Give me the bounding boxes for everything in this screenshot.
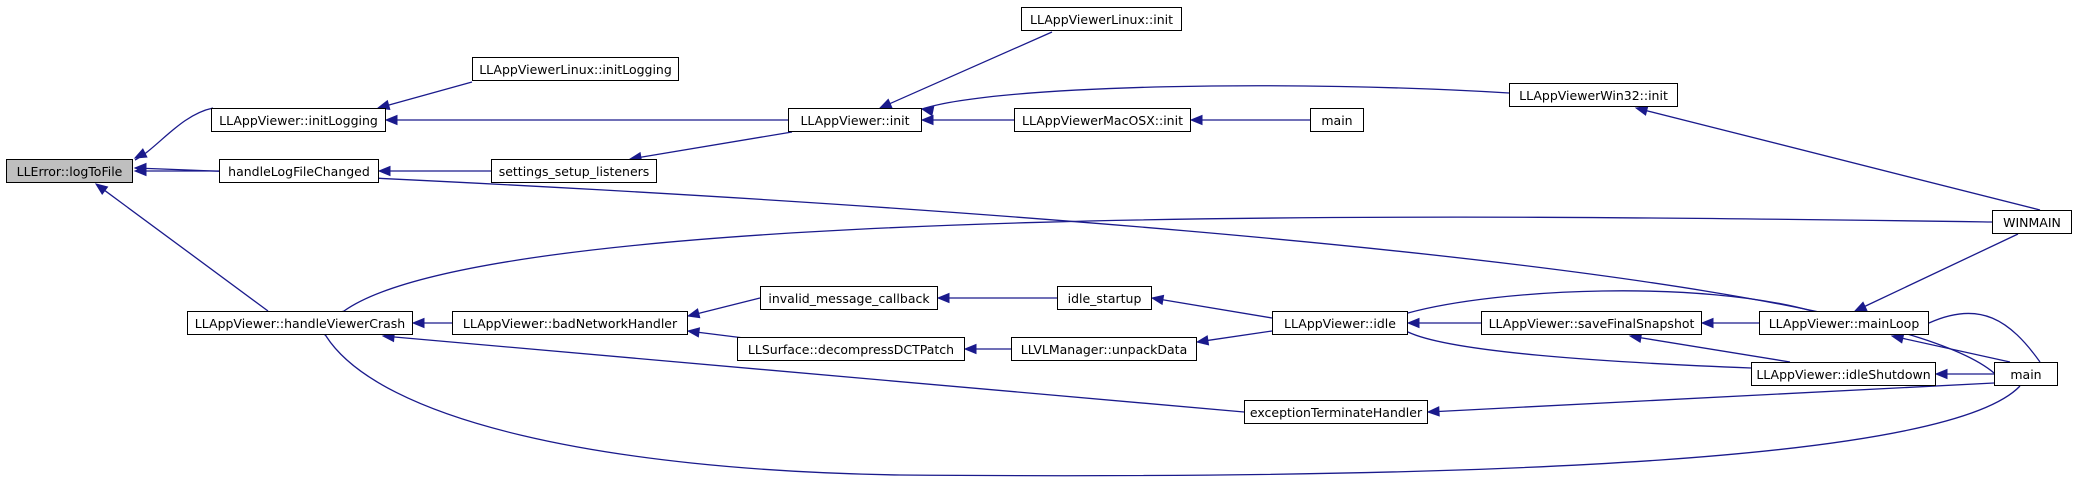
node-llappviewer-initlogging[interactable]: LLAppViewer::initLogging <box>211 108 386 132</box>
edge-settings-to-handlelogfilechanged-arrowhead <box>377 165 391 177</box>
node-exceptionterminatehandler[interactable]: exceptionTerminateHandler <box>1244 400 1428 424</box>
edge-main-to-mainloop <box>1901 337 2011 363</box>
node-llappviewerlinux-initlogging[interactable]: LLAppViewerLinux::initLogging <box>472 57 679 81</box>
edge-idlestartup-to-invalidmessage-arrowhead <box>936 292 950 304</box>
edge-idle-to-idlestartup <box>1161 299 1273 319</box>
edge-main-to-idleshutdown-arrowhead <box>1934 368 1948 380</box>
node-llappviewerwin32-init[interactable]: LLAppViewerWin32::init <box>1509 83 1678 107</box>
edge-exceptionterminate-to-handleviewercrash <box>392 336 1245 413</box>
edge-idleshutdown-to-savefinalsnapshot <box>1639 336 1791 363</box>
edge-init-to-initlogging-arrowhead <box>384 114 398 126</box>
node-settings-setup-listeners[interactable]: settings_setup_listeners <box>491 159 657 183</box>
node-main[interactable]: main <box>1994 362 2058 386</box>
edge-idle-to-unpackdata-arrowhead <box>1195 335 1210 346</box>
node-llappviewermacosx-init[interactable]: LLAppViewerMacOSX::init <box>1014 108 1191 132</box>
edge-decompress-to-badnetworkhandler-arrowhead <box>686 327 701 338</box>
edge-invalidmessage-to-badnetworkhandler <box>697 297 761 315</box>
node-llappviewer-idleshutdown[interactable]: LLAppViewer::idleShutdown <box>1751 362 1936 386</box>
edge-main-to-exceptionterminate-arrowhead <box>1426 406 1440 417</box>
edge-idle-to-unpackdata <box>1206 330 1273 342</box>
node-llappviewer-badnetworkhandler[interactable]: LLAppViewer::badNetworkHandler <box>452 311 688 335</box>
edge-linuxinitlogging-to-initlogging <box>387 81 473 106</box>
edge-main-to-mainloop-arrowhead <box>1890 333 1905 344</box>
edge-savefinalsnapshot-to-idle-arrowhead <box>1406 317 1420 329</box>
edge-idleshutdown-to-idle <box>1407 331 1752 369</box>
edge-linuxinit-to-init <box>888 31 1053 105</box>
edge-macinit-to-init-arrowhead <box>920 114 934 126</box>
edge-win32init-to-init <box>921 85 1510 110</box>
edge-handleviewercrash-to-logtofile-arrowhead <box>94 183 109 196</box>
node-idle-startup[interactable]: idle_startup <box>1057 286 1152 310</box>
node-handlelogfilechanged[interactable]: handleLogFileChanged <box>219 159 379 183</box>
edge-idle-to-idlestartup-arrowhead <box>1150 294 1165 306</box>
node-llappviewer-init[interactable]: LLAppViewer::init <box>788 108 922 132</box>
edge-main-to-mainloop-curve <box>1928 312 2041 363</box>
edge-linuxinit-to-init-arrowhead <box>878 98 893 109</box>
edge-handleviewercrash-to-logtofile <box>103 189 269 312</box>
edge-winmain-to-win32init <box>1645 109 2041 211</box>
edge-init-to-settings <box>639 131 793 158</box>
node-llsurface-decompressdctpatch[interactable]: LLSurface::decompressDCTPatch <box>737 337 965 361</box>
node-llappviewer-mainloop[interactable]: LLAppViewer::mainLoop <box>1759 311 1929 335</box>
edge-winmain-to-win32init-arrowhead <box>1634 105 1649 116</box>
edge-winmain-to-handleviewercrash <box>343 216 1993 312</box>
edge-invalidmessage-to-badnetworkhandler-arrowhead <box>686 308 701 319</box>
edge-handlelogfilechanged-to-logtofile-arrowhead <box>133 165 147 177</box>
node-llappviewer-idle[interactable]: LLAppViewer::idle <box>1272 311 1408 335</box>
edge-main-to-handleviewercrash <box>325 335 2021 477</box>
node-llerror-logtofile: LLError::logToFile <box>6 159 133 183</box>
edge-win32init-to-init-arrowhead <box>920 106 935 117</box>
edge-mainloop-to-savefinalsnapshot-arrowhead <box>1700 317 1714 329</box>
node-llappviewer-savefinalsnapshot[interactable]: LLAppViewer::saveFinalSnapshot <box>1481 311 1702 335</box>
edge-initlogging-to-logtofile-arrowhead <box>133 148 148 159</box>
node-invalid-message-callback[interactable]: invalid_message_callback <box>760 286 938 310</box>
edge-winmain-to-mainloop-arrowhead <box>1853 301 1868 312</box>
edge-macmain-to-macinit-arrowhead <box>1189 114 1203 126</box>
node-winmain[interactable]: WINMAIN <box>1992 210 2072 234</box>
edge-badnetworkhandler-to-handleviewercrash-arrowhead <box>411 317 425 329</box>
node-llappviewerlinux-init[interactable]: LLAppViewerLinux::init <box>1021 7 1182 31</box>
edge-main-to-exceptionterminate <box>1437 382 1995 413</box>
edge-unpackdata-to-decompress-arrowhead <box>963 343 977 355</box>
edge-initlogging-to-logtofile <box>134 107 214 161</box>
node-llvlmanager-unpackdata[interactable]: LLVLManager::unpackData <box>1011 337 1197 361</box>
node-llappviewer-handleviewercrash[interactable]: LLAppViewer::handleViewerCrash <box>187 311 413 335</box>
edge-mainloop-to-idle <box>1407 290 1813 314</box>
edge-winmain-to-mainloop <box>1863 233 2019 308</box>
node-main-macosx[interactable]: main <box>1310 108 1364 132</box>
